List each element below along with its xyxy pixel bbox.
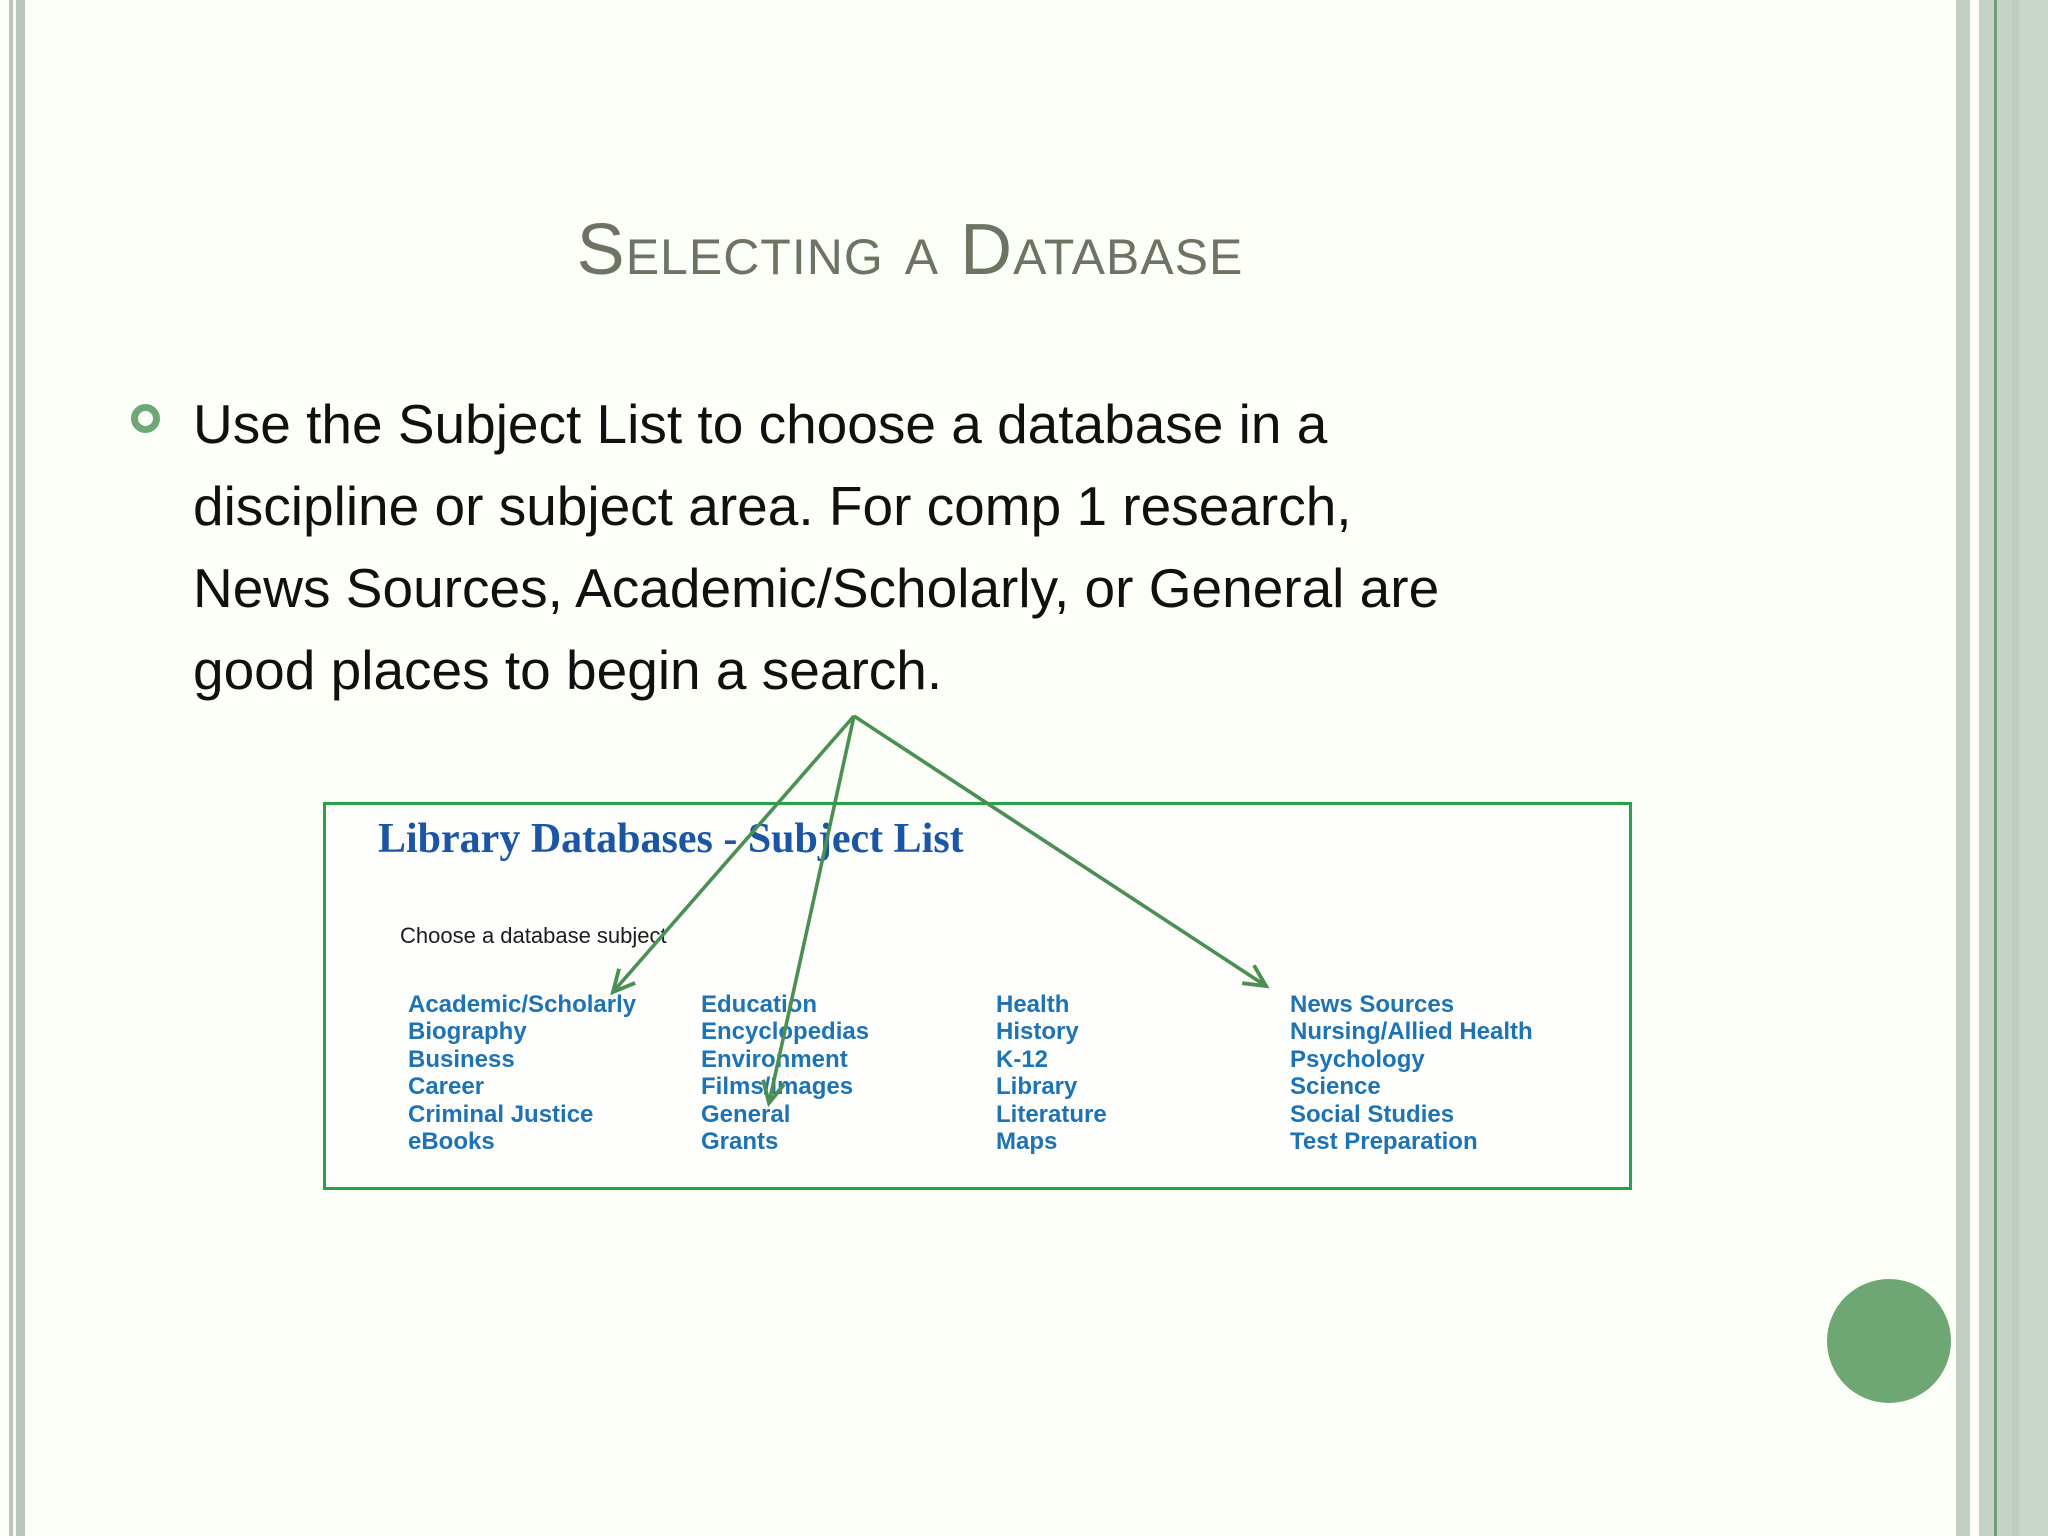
subject-link-academic-scholarly[interactable]: Academic/Scholarly xyxy=(408,991,637,1018)
subject-link-news-sources[interactable]: News Sources xyxy=(1290,991,1455,1018)
bullet-line-2: discipline or subject area. For comp 1 r… xyxy=(193,475,1352,537)
subject-list-screenshot: Library Databases - Subject List Choose … xyxy=(323,802,1632,1190)
subject-list-heading: Library Databases - Subject List xyxy=(378,816,964,862)
subject-column-4: News Sources Nursing/Allied Health Psych… xyxy=(1290,991,1533,1155)
subject-link-science[interactable]: Science xyxy=(1290,1073,1381,1101)
subject-column-1: Academic/Scholarly Biography Business Ca… xyxy=(408,991,636,1155)
right-border-outer-band xyxy=(2019,0,2048,1536)
right-border-stripe xyxy=(1956,0,1970,1536)
subject-link-nursing-allied-health[interactable]: Nursing/Allied Health xyxy=(1290,1018,1533,1046)
subject-list-prompt: Choose a database subject xyxy=(400,923,667,948)
subject-link-career[interactable]: Career xyxy=(408,1073,485,1101)
subject-link-environment[interactable]: Environment xyxy=(701,1045,848,1073)
subject-link-k12[interactable]: K-12 xyxy=(996,1045,1049,1073)
subject-link-encyclopedias[interactable]: Encyclopedias xyxy=(701,1018,870,1046)
subject-link-criminal-justice[interactable]: Criminal Justice xyxy=(408,1100,594,1128)
bullet-line-1: Use the Subject List to choose a databas… xyxy=(193,393,1328,455)
bullet-ring-icon xyxy=(131,404,160,433)
subject-link-history[interactable]: History xyxy=(996,1018,1079,1046)
left-border-gap xyxy=(13,0,16,1536)
subject-link-health[interactable]: Health xyxy=(996,991,1070,1018)
bullet-line-3: News Sources, Academic/Scholarly, or Gen… xyxy=(193,557,1440,619)
subject-link-literature[interactable]: Literature xyxy=(996,1100,1107,1128)
left-border-thin-line xyxy=(9,0,13,1536)
subject-link-ebooks[interactable]: eBooks xyxy=(408,1128,495,1156)
subject-link-business[interactable]: Business xyxy=(408,1045,515,1073)
right-border-dark-line xyxy=(1994,0,1997,1536)
bullet-line-4: good places to begin a search. xyxy=(193,639,943,701)
right-border-gap xyxy=(1970,0,1979,1536)
right-border-substripe xyxy=(2012,0,2019,1536)
subject-link-maps[interactable]: Maps xyxy=(996,1128,1058,1156)
subject-link-social-studies[interactable]: Social Studies xyxy=(1290,1100,1455,1128)
subject-link-education[interactable]: Education xyxy=(701,991,818,1018)
subject-column-3: Health History K-12 Library Literature M… xyxy=(996,991,1107,1155)
left-border-band xyxy=(16,0,25,1536)
subject-link-grants[interactable]: Grants xyxy=(701,1128,779,1156)
subject-link-psychology[interactable]: Psychology xyxy=(1290,1045,1425,1073)
bullet-paragraph: Use the Subject List to choose a databas… xyxy=(193,383,1653,711)
subject-column-2: Education Encyclopedias Environment Film… xyxy=(701,991,869,1155)
left-margin xyxy=(0,0,9,1536)
subject-link-biography[interactable]: Biography xyxy=(408,1018,527,1046)
slide-title: Selecting a Database xyxy=(576,210,1244,290)
subject-link-test-preparation[interactable]: Test Preparation xyxy=(1290,1128,1478,1156)
subject-link-general[interactable]: General xyxy=(701,1100,791,1128)
corner-circle xyxy=(1827,1279,1951,1403)
subject-link-films-images[interactable]: Films/Images xyxy=(701,1073,854,1101)
subject-link-library[interactable]: Library xyxy=(996,1073,1078,1101)
